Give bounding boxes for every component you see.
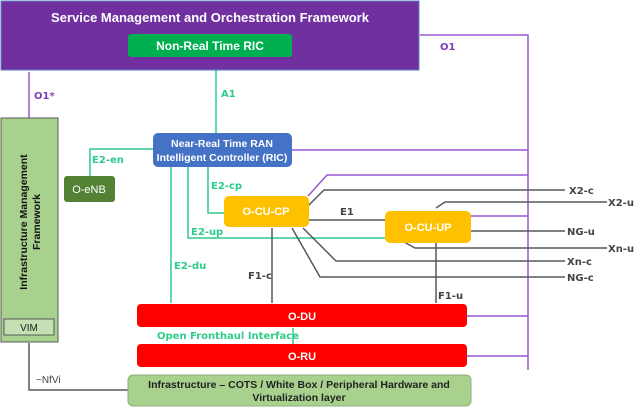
e2-cp-label: E2-cp [211,181,242,192]
e1-label: E1 [340,207,354,218]
fronthaul-label: Open Fronthaul Interface [157,331,299,342]
o-du-label: O-DU [288,311,316,323]
a1-label: A1 [221,89,236,100]
e2-en-label: E2-en [92,155,124,166]
near-rt-ric-line2: Intelligent Controller (RIC) [157,152,288,164]
imf-title-line1: Infrastructure Management [18,154,30,290]
infrastructure-line1: Infrastructure – COTS / White Box / Peri… [148,379,450,391]
infrastructure-line2: Virtualization layer [252,392,345,404]
o-cu-cp-label: O-CU-CP [242,206,289,218]
o1-star-label: O1* [34,91,55,102]
e2-cp-link [207,166,224,214]
e2-du-label: E2-du [174,261,206,272]
o-ru-label: O-RU [288,351,316,363]
non-rt-ric-label: Non-Real Time RIC [156,39,264,53]
xn-c-label: Xn-c [567,257,592,268]
f1-u-label: F1-u [438,291,463,302]
vim-label: VIM [20,323,38,334]
smo-title: Service Management and Orchestration Fra… [51,10,370,25]
x2-u-label: X2-u [608,198,634,209]
o-cu-up-label: O-CU-UP [404,222,451,234]
x2-c-label: X2-c [569,186,594,197]
xn-c-link [302,227,565,262]
x2-u-link [435,201,607,209]
o-ru-box[interactable] [137,344,467,367]
infrastructure-management-box[interactable] [0,117,59,343]
ng-c-label: NG-c [567,273,594,284]
imf-title-line2: Framework [31,194,43,250]
near-rt-ric-box[interactable] [153,133,292,167]
x2-c-link [307,189,565,207]
ng-c-link [291,227,565,278]
near-rt-ric-line1: Near-Real Time RAN [171,138,273,150]
nfvi-label: ~NfVi [36,375,61,386]
o-enb-box[interactable] [64,176,115,202]
nfvi-link [28,343,128,391]
o1-link-cucp [307,174,528,197]
o-du-box[interactable] [137,304,467,327]
e2-en-link [89,148,153,176]
non-rt-ric-box[interactable] [128,34,292,57]
f1-c-label: F1-c [248,271,272,282]
ng-u-label: NG-u [567,227,595,238]
e2-up-link [187,166,385,239]
xn-u-link [403,241,607,249]
infrastructure-box[interactable] [127,374,472,407]
o-cu-up-box[interactable] [385,211,471,243]
o-enb-label: O-eNB [72,184,106,196]
xn-u-label: Xn-u [608,244,634,255]
vim-box[interactable] [3,318,55,336]
o-cu-cp-box[interactable] [224,196,309,227]
o1-label: O1 [440,42,456,53]
o1-link-top [420,34,529,370]
e2-up-label: E2-up [191,227,223,238]
